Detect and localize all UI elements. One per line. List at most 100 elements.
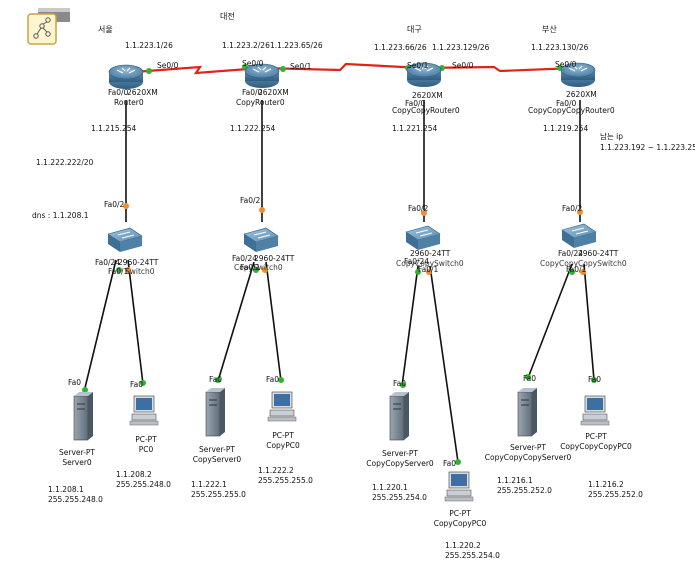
switch3-port-a: Fa0/24	[558, 249, 584, 258]
server1-port: Fa0	[209, 375, 222, 384]
server0-port: Fa0	[68, 378, 81, 387]
server3-ip-block: 1.1.216.1 255.255.252.0	[497, 476, 552, 496]
pc3-port: Fa0	[588, 375, 601, 384]
pc0-ip-block: 1.1.208.2 255.255.248.0	[116, 470, 171, 490]
pc-icon[interactable]	[267, 391, 297, 422]
router-icon[interactable]	[560, 62, 596, 87]
logical-workspace-icon[interactable]	[24, 6, 72, 50]
switch2-up-port: Fa0/2	[408, 204, 429, 213]
router1-name: CopyRouter0	[236, 98, 285, 107]
switch1-port-b: Fa0/1	[240, 263, 261, 272]
router1-serial-left-port: Se0/0	[242, 59, 264, 68]
server3-name: CopyCopyCopyServer0	[484, 453, 572, 462]
pc3-ip-block: 1.1.216.2 255.255.252.0	[588, 480, 643, 500]
pc-icon[interactable]	[129, 395, 159, 426]
router1-serial-right-port: Se0/1	[290, 62, 312, 71]
server0-type: Server-PT	[59, 448, 95, 457]
router3-fa-port: Fa0/0	[556, 99, 577, 108]
link-switch2-server2	[401, 265, 419, 387]
seoul-gateway-note: 1.1.222.222/20	[36, 158, 94, 167]
city-label-seoul: 서울	[98, 25, 113, 34]
server-icon[interactable]	[517, 388, 537, 437]
switch-icon[interactable]	[243, 227, 279, 252]
router1-fa-port: Fa0/0	[242, 88, 263, 97]
link-switch0-server0	[83, 259, 117, 393]
pc1-ip: 1.1.222.2	[258, 466, 294, 475]
switch3-name: CopyCopyCopySwitch0	[540, 259, 627, 268]
link-switch2-pc2	[429, 265, 459, 463]
server1-ip-block: 1.1.222.1 255.255.255.0	[191, 480, 246, 500]
server-icon[interactable]	[389, 392, 409, 441]
server-icon[interactable]	[205, 388, 225, 437]
router3-lan-ip: 1.1.219.254	[543, 124, 589, 133]
router-icon[interactable]	[108, 64, 144, 89]
switch0-port-b: Fa0/1	[108, 267, 129, 276]
server0-name: Server0	[62, 458, 92, 467]
pc0-ip: 1.1.208.2	[116, 470, 152, 479]
pc0-mask: 255.255.248.0	[116, 479, 171, 489]
pc0-type: PC-PT	[135, 435, 157, 444]
router0-fa-port: Fa0/0	[108, 88, 129, 97]
server-icon[interactable]	[73, 392, 93, 441]
server0-ip: 1.1.208.1	[48, 485, 84, 494]
city-label-daejeon: 대전	[220, 12, 235, 21]
router2-serial-left-port: Se0/1	[407, 61, 429, 70]
pc3-ip: 1.1.216.2	[588, 480, 624, 489]
server2-mask: 255.255.254.0	[372, 492, 427, 502]
pc1-ip-block: 1.1.222.2 255.255.255.0	[258, 466, 313, 486]
router0-lan-ip: 1.1.215.254	[91, 124, 137, 133]
switch0-up-port: Fa0/2	[104, 200, 125, 209]
city-label-daegu: 대구	[407, 25, 422, 34]
pc-icon[interactable]	[580, 395, 610, 426]
link-switch0-pc0	[127, 259, 144, 385]
switch3-model: 2960-24TT	[578, 249, 619, 258]
ethernet-links	[83, 100, 595, 463]
router-icon[interactable]	[406, 62, 442, 87]
switch-icon[interactable]	[405, 225, 441, 250]
pc3-name: CopyCopyCopyPC0	[560, 442, 632, 451]
server3-ip: 1.1.216.1	[497, 476, 533, 485]
router3-serial-port: Se0/0	[555, 60, 577, 69]
pc2-ip: 1.1.220.2	[445, 541, 481, 550]
pc1-port: Fa0	[266, 375, 279, 384]
link-switch1-server1	[217, 261, 255, 382]
router2-serial-right-port: Se0/0	[452, 61, 474, 70]
router2-model: 2620XM	[412, 91, 443, 100]
server3-type: Server-PT	[510, 443, 546, 452]
router3-serial-ip: 1.1.223.130/26	[531, 43, 589, 52]
remaining-ip-title: 남는 ip	[600, 132, 624, 141]
router2-serial-right-ip: 1.1.223.129/26	[432, 43, 490, 52]
switch2-port-b: Fa0/1	[418, 265, 439, 274]
server2-ip-block: 1.1.220.1 255.255.254.0	[372, 483, 427, 503]
pc3-type: PC-PT	[585, 432, 607, 441]
router2-fa-port: Fa0/0	[405, 99, 426, 108]
server0-ip-block: 1.1.208.1 255.255.248.0	[48, 485, 103, 505]
switch1-name: CopySwitch0	[234, 263, 283, 272]
switch-icon[interactable]	[107, 227, 143, 252]
pc2-port: Fa0	[443, 459, 456, 468]
router0-model: 2620XM	[127, 88, 158, 97]
pc0-port: Fa0	[130, 380, 143, 389]
pc1-type: PC-PT	[272, 431, 294, 440]
link-switch1-pc1	[265, 261, 282, 382]
switch0-port-a: Fa0/24	[95, 258, 121, 267]
router1-serial-left-ip: 1.1.223.2/26	[222, 41, 270, 50]
pc0-name: PC0	[138, 445, 154, 454]
server2-name: CopyCopyServer0	[366, 459, 434, 468]
server2-port: Fa0	[393, 379, 406, 388]
switch1-port-a: Fa0/24	[232, 254, 258, 263]
serial-link-daegu-busan	[421, 65, 576, 73]
switch2-name: CopyCopySwitch0	[396, 259, 464, 268]
router-icon[interactable]	[244, 63, 280, 88]
pc1-name: CopyPC0	[266, 441, 300, 450]
router3-model: 2620XM	[566, 90, 597, 99]
switch0-name: Switch0	[125, 267, 155, 276]
pc-icon[interactable]	[444, 471, 474, 502]
router0-serial-ip: 1.1.223.1/26	[125, 41, 173, 50]
switch3-up-port: Fa0/2	[562, 204, 583, 213]
switch2-port-a: Fa0/24	[404, 257, 430, 266]
remaining-ip-range: 1.1.223.192 ~ 1.1.223.255	[600, 143, 695, 152]
switch-icon[interactable]	[561, 223, 597, 248]
router3-name: CopyCopyCopyRouter0	[528, 106, 615, 115]
